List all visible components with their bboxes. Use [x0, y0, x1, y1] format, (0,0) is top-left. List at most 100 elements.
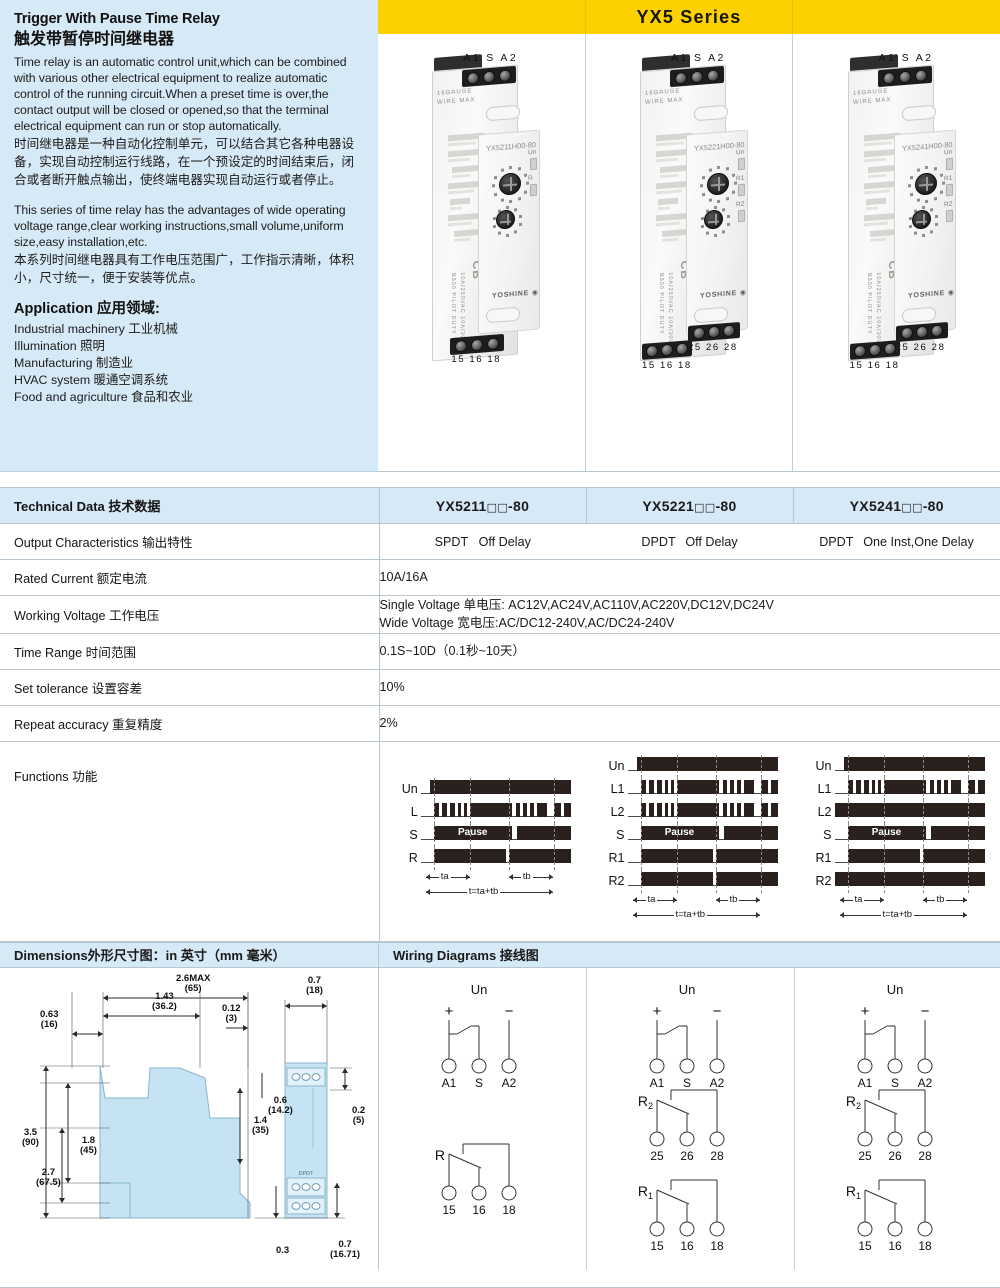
- signal-pulse: [834, 871, 985, 886]
- supply-label: Un: [887, 982, 904, 997]
- terminal-circle: [501, 1058, 517, 1073]
- voltage-single: Single Voltage 单电压: AC12V,AC24V,AC110V,A…: [379, 598, 774, 612]
- row-label: Set tolerance 设置容差: [0, 668, 380, 706]
- dimensions-header: Dimensions外形尺寸图：in 英寸（mm 毫米）: [0, 941, 379, 968]
- signal-name: L: [410, 804, 418, 819]
- dimension-mm: (67.5): [36, 1177, 61, 1189]
- terminal-labels-second: 25 26 28: [688, 342, 738, 353]
- polarity-plus: +: [653, 1003, 662, 1020]
- signal-pulse: [760, 825, 778, 840]
- signal-pulse: [760, 871, 778, 886]
- signal-track: Pause: [627, 823, 778, 847]
- terminal-screw: [914, 68, 927, 82]
- model-suffix: -80: [508, 497, 530, 514]
- terminal-labels-top: A1 S A2: [671, 52, 726, 64]
- signal-pulse: [656, 779, 662, 794]
- signal-pulse: [640, 779, 646, 794]
- delay-type: One Inst,One Delay: [863, 534, 974, 549]
- signal-pulse: [936, 779, 941, 794]
- model-suffix: -80: [922, 497, 944, 514]
- tb-label: tb: [934, 892, 947, 907]
- application-item: Illumination 照明: [14, 339, 105, 354]
- signal-pulse: [760, 779, 768, 794]
- terminal-screw: [675, 342, 688, 356]
- signal-name: S: [823, 827, 832, 842]
- series-banner: YX5 Series: [378, 0, 1000, 34]
- signal-pulse: [967, 779, 975, 794]
- led-label-un: Un: [528, 148, 537, 157]
- signal-track: [420, 846, 571, 870]
- signal-row: R: [395, 846, 571, 870]
- repeat-accuracy-value: 2%: [379, 704, 1000, 742]
- dimension-mm: (3): [225, 1013, 238, 1025]
- signal-track: [627, 846, 778, 870]
- terminal-screw: [691, 70, 703, 83]
- terminal-circle: [857, 1058, 873, 1073]
- terminal-screw: [675, 71, 687, 85]
- relay-coil-label: R: [435, 1147, 445, 1163]
- terminal-hole: [301, 1072, 311, 1081]
- relay-foot-profile: [99, 1107, 131, 1218]
- terminal-label: 28: [918, 1149, 932, 1163]
- terminal-circle: [917, 1058, 933, 1073]
- table-header-row: Technical Data 技术数据 YX5211□□-80 YX5221□□…: [0, 487, 1000, 524]
- relay-coil-label: R1: [638, 1183, 653, 1201]
- terminal-circle: [649, 1221, 665, 1236]
- dimension-inches: 0.7: [338, 1238, 352, 1250]
- terminal-label: 26: [680, 1149, 694, 1163]
- pause-label: Pause: [433, 825, 512, 840]
- signal-pulse: [636, 756, 778, 771]
- signal-pulse: [433, 802, 439, 817]
- terminal-circle: [649, 1131, 665, 1146]
- terminal-label: 18: [918, 1239, 932, 1253]
- signal-name: Un: [608, 758, 625, 773]
- signal-track: Pause: [834, 823, 985, 847]
- signal-pulse: [457, 802, 461, 817]
- signal-name: R2: [815, 873, 832, 888]
- dimension-callout: 1.4(35): [252, 1115, 269, 1137]
- terminal-screw: [467, 71, 480, 85]
- application-item: Manufacturing 制造业: [14, 356, 134, 371]
- series-label: YX5 Series: [636, 6, 742, 27]
- model-prefix: YX5241: [849, 497, 902, 514]
- signal-name: S: [616, 827, 625, 842]
- dimension-inches: 0.7: [307, 974, 322, 986]
- signal-track: [627, 777, 778, 801]
- rated-current-value: 10A/16A: [379, 559, 1000, 596]
- label-slot-bottom: [901, 306, 936, 324]
- terminal-labels-bottom: 15 16 18: [642, 360, 692, 371]
- terminal-screw: [915, 325, 928, 339]
- label-slot-top: [901, 104, 936, 122]
- signal-pulse: [883, 779, 926, 794]
- terminal-hole: [301, 1201, 311, 1210]
- dimension-inches: 1.8: [81, 1134, 96, 1146]
- terminal-label: S: [891, 1076, 899, 1090]
- led-indicator-un: [738, 157, 745, 171]
- total-time-label: t=ta+tb: [466, 884, 501, 899]
- terminal-label: 16: [472, 1203, 486, 1217]
- terminal-hole: [291, 1182, 301, 1191]
- tb-label: tb: [520, 869, 533, 884]
- dimension-inches: 1.43: [155, 990, 174, 1002]
- terminal-label: 16: [888, 1239, 902, 1253]
- signal-pulse: [664, 779, 668, 794]
- model-boxes: □□: [901, 500, 923, 514]
- delay-type: Off Delay: [478, 534, 531, 549]
- signal-pulse: [967, 825, 985, 840]
- led-indicator-un: [945, 157, 953, 171]
- signal-pulse: [715, 848, 763, 863]
- signal-name: Un: [401, 781, 418, 796]
- signal-pulse: [729, 779, 734, 794]
- signal-pulse: [640, 802, 646, 817]
- terminal-label: 28: [710, 1149, 724, 1163]
- model-header-3: YX5241□□-80: [793, 487, 1000, 524]
